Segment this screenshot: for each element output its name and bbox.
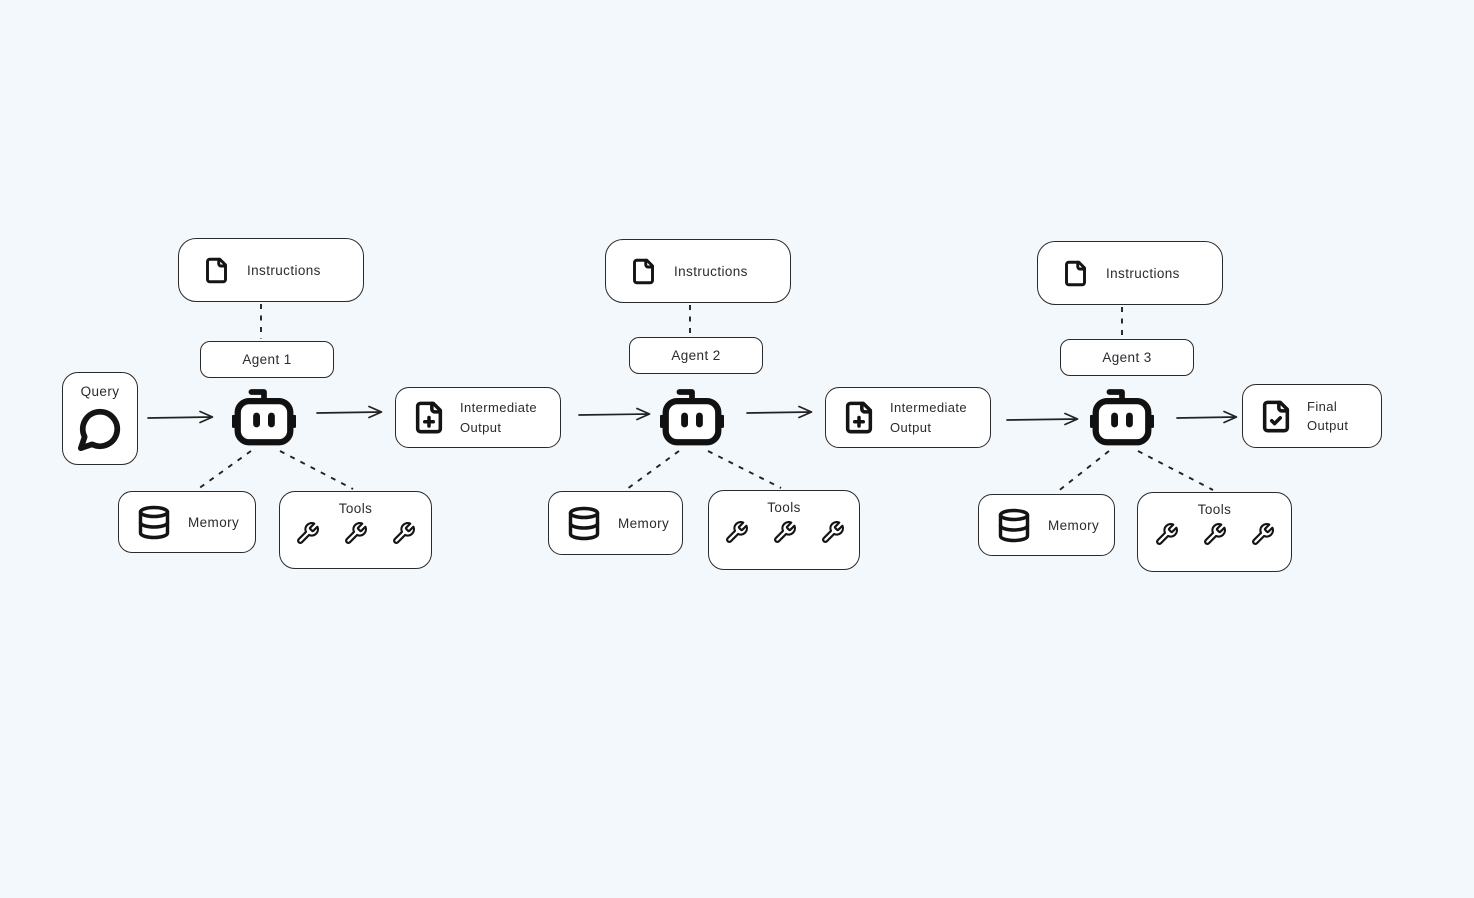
intermediate-output-node-2: Intermediate Output bbox=[825, 387, 991, 448]
agent-name: Agent 1 bbox=[242, 352, 292, 367]
final-output-label: Final Output bbox=[1307, 397, 1348, 436]
speech-bubble-icon bbox=[77, 408, 121, 452]
memory-node-3: Memory bbox=[978, 494, 1115, 556]
memory-label: Memory bbox=[188, 514, 240, 530]
agent-1-node bbox=[232, 385, 296, 447]
wrench-icon bbox=[393, 522, 415, 544]
query-label: Query bbox=[80, 384, 120, 399]
link-agent2-tools2 bbox=[707, 450, 782, 489]
wrench-icon bbox=[1252, 523, 1274, 545]
wrench-icon bbox=[1156, 523, 1178, 545]
tools-label: Tools bbox=[1197, 502, 1232, 517]
output-line1: Intermediate bbox=[460, 400, 538, 415]
arrow-output1-to-agent2 bbox=[578, 407, 651, 421]
instructions-node-2: Instructions bbox=[605, 239, 791, 303]
tools-node-1: Tools bbox=[279, 491, 432, 569]
arrow-agent1-to-output1 bbox=[316, 405, 383, 419]
database-icon bbox=[568, 506, 600, 540]
wrench-row bbox=[280, 521, 431, 546]
link-agent3-tools3 bbox=[1137, 450, 1214, 491]
wrench-icon bbox=[297, 522, 319, 544]
document-plus-icon bbox=[415, 401, 443, 434]
instructions-node-1: Instructions bbox=[178, 238, 364, 302]
memory-label: Memory bbox=[1048, 517, 1100, 533]
document-icon bbox=[1065, 260, 1086, 286]
output-line2: Output bbox=[460, 419, 502, 435]
document-check-icon bbox=[1262, 400, 1290, 432]
memory-node-1: Memory bbox=[118, 491, 256, 553]
link-agent3-memory3 bbox=[1056, 450, 1110, 493]
agent-name: Agent 2 bbox=[671, 348, 721, 363]
database-icon bbox=[138, 505, 170, 539]
agent-name: Agent 3 bbox=[1102, 350, 1152, 365]
wrench-icon bbox=[1204, 523, 1226, 545]
document-icon bbox=[206, 257, 227, 283]
document-icon bbox=[633, 258, 654, 284]
intermediate-output-label: Intermediate Output bbox=[890, 398, 967, 437]
agent-2-node bbox=[660, 385, 724, 447]
robot-icon bbox=[1090, 389, 1154, 446]
link-agent1-tools1 bbox=[279, 450, 354, 490]
output-line1: Intermediate bbox=[890, 400, 968, 415]
arrow-query-to-agent1 bbox=[147, 410, 214, 424]
document-plus-icon bbox=[845, 401, 873, 434]
arrow-agent3-to-final bbox=[1176, 410, 1238, 424]
wrench-icon bbox=[345, 522, 367, 544]
instructions-label: Instructions bbox=[247, 262, 321, 278]
database-icon bbox=[998, 508, 1030, 542]
tools-label: Tools bbox=[767, 500, 801, 515]
wrench-icon bbox=[773, 521, 796, 543]
output-line2: Output bbox=[1307, 418, 1349, 433]
wrench-row bbox=[709, 520, 859, 545]
memory-label: Memory bbox=[618, 515, 670, 531]
output-line2: Output bbox=[890, 419, 932, 435]
robot-icon bbox=[660, 389, 724, 446]
link-agent1-memory1 bbox=[197, 450, 252, 490]
instructions-node-3: Instructions bbox=[1037, 241, 1223, 305]
robot-icon bbox=[232, 389, 296, 446]
arrow-output2-to-agent3 bbox=[1006, 412, 1079, 426]
wrench-icon bbox=[725, 521, 748, 543]
agent-3-node bbox=[1090, 385, 1154, 447]
output-line1: Final bbox=[1307, 398, 1338, 414]
tools-node-2: Tools bbox=[708, 490, 860, 570]
query-node: Query bbox=[62, 372, 138, 465]
final-output-node: Final Output bbox=[1242, 384, 1382, 448]
intermediate-output-label: Intermediate Output bbox=[460, 398, 537, 437]
agent-2-label-node: Agent 2 bbox=[629, 337, 763, 374]
tools-label: Tools bbox=[338, 501, 373, 516]
agent-3-label-node: Agent 3 bbox=[1060, 339, 1194, 376]
instructions-label: Instructions bbox=[674, 263, 748, 279]
wrench-row bbox=[1138, 522, 1291, 547]
arrow-agent2-to-output2 bbox=[746, 405, 813, 419]
intermediate-output-node-1: Intermediate Output bbox=[395, 387, 561, 448]
tools-node-3: Tools bbox=[1137, 492, 1292, 572]
memory-node-2: Memory bbox=[548, 491, 683, 555]
agent-1-label-node: Agent 1 bbox=[200, 341, 334, 378]
wrench-icon bbox=[821, 521, 844, 543]
link-agent2-memory2 bbox=[626, 450, 680, 490]
instructions-label: Instructions bbox=[1106, 265, 1180, 281]
